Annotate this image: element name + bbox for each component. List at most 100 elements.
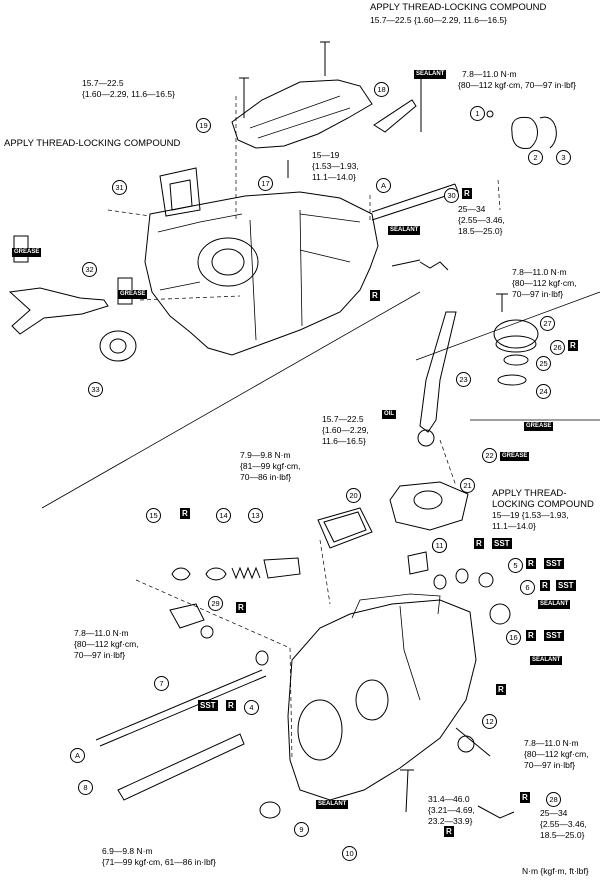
torque-label: 25—34: [540, 808, 568, 818]
release-fork: [8, 287, 109, 335]
thread-lock-note-split-2: LOCKING COMPOUND: [492, 499, 594, 510]
r-tag: R: [520, 792, 530, 803]
callout-11: 11: [432, 538, 447, 553]
torque-label: 7.9—9.8 N·m: [240, 450, 291, 460]
torque-label: 15.7—22.5 {1.60—2.29, 11.6—16.5}: [370, 15, 507, 25]
callout-14: 14: [216, 508, 231, 523]
callout-7: 7: [154, 676, 169, 691]
callout-1: 1: [470, 106, 485, 121]
callout-4: 4: [244, 700, 259, 715]
torque-label: 70—97 in·lbf}: [524, 760, 576, 770]
grease-tag: GREASE: [12, 248, 42, 257]
r-tag: R: [540, 580, 550, 591]
torque-label: 15—19 {1.53—1.93,: [492, 510, 569, 520]
torque-label: 7.8—11.0 N·m: [524, 738, 579, 748]
torque-label: 15—19: [312, 150, 340, 160]
callout-20: 20: [346, 488, 361, 503]
thread-lock-note-split-1: APPLY THREAD-: [492, 488, 567, 499]
callout-32: 32: [82, 262, 97, 277]
callout-25: 25: [536, 356, 551, 371]
r-tag: R: [236, 602, 246, 613]
units-note: N·m {kgf·m, ft·lbf}: [522, 866, 589, 876]
callout-22: 22: [482, 448, 497, 463]
sealant-tag: SEALANT: [538, 600, 571, 609]
r-tag: R: [180, 508, 190, 519]
torque-label: 11.6—16.5}: [322, 436, 366, 446]
extension-housing: [389, 481, 469, 531]
r-tag: R: [526, 558, 536, 569]
thread-lock-note-top: APPLY THREAD-LOCKING COMPOUND: [370, 2, 547, 13]
lower-transmission-case: [287, 599, 477, 801]
torque-label: {71—99 kgf·cm, 61—86 in·lbf}: [102, 857, 216, 867]
callout-17: 17: [258, 176, 273, 191]
callout-12: 12: [482, 714, 497, 729]
torque-label: 70—97 in·lbf}: [74, 650, 126, 660]
callout-a: A: [376, 178, 391, 193]
shift-lever: [419, 311, 457, 433]
torque-label: {80—112 kgf·cm,: [524, 749, 589, 759]
torque-label: 18.5—25.0}: [458, 226, 503, 236]
torque-label: 18.5—25.0}: [540, 830, 585, 840]
r-tag: R: [474, 538, 484, 549]
torque-label: {1.60—2.29, 11.6—16.5}: [82, 89, 175, 99]
sst-tag: SST: [556, 580, 576, 591]
callout-15: 15: [146, 508, 161, 523]
torque-label: 70—97 in·lbf}: [512, 289, 564, 299]
callout-5: 5: [508, 558, 523, 573]
callout-a: A: [70, 748, 85, 763]
torque-label: 15.7—22.5: [82, 78, 124, 88]
r-tag: R: [444, 826, 454, 837]
callout-23: 23: [456, 372, 471, 387]
callout-31: 31: [112, 180, 127, 195]
sst-tag: SST: [198, 700, 218, 711]
grease-tag: GREASE: [500, 452, 530, 461]
sealant-tag: SEALANT: [414, 70, 447, 79]
r-tag: R: [526, 630, 536, 641]
oil-tag: OIL: [382, 410, 396, 419]
r-tag: R: [496, 684, 506, 695]
r-tag: R: [226, 700, 236, 711]
callout-19: 19: [196, 118, 211, 133]
sealant-tag: SEALANT: [530, 656, 563, 665]
torque-label: 6.9—9.8 N·m: [102, 846, 153, 856]
torque-label: {80—112 kgf·cm, 70—97 in·lbf}: [458, 80, 576, 90]
callout-28: 28: [546, 792, 561, 807]
torque-label: 15.7—22.5: [322, 414, 364, 424]
torque-label: {81—99 kgf·cm,: [240, 461, 301, 471]
r-tag: R: [462, 188, 472, 199]
torque-label: {3.21—4.69,: [428, 805, 475, 815]
torque-label: 7.8—11.0 N·m: [512, 267, 567, 277]
callout-26: 26: [550, 340, 565, 355]
r-tag: R: [568, 340, 578, 351]
grease-tag: GREASE: [118, 290, 148, 299]
torque-label: 23.2—33.9}: [428, 816, 473, 826]
torque-label: 11.1—14.0}: [492, 521, 536, 531]
torque-label: {2.55—3.46,: [458, 215, 505, 225]
callout-27: 27: [540, 316, 555, 331]
callout-13: 13: [248, 508, 263, 523]
callout-24: 24: [536, 384, 551, 399]
sealant-tag: SEALANT: [388, 226, 421, 235]
callout-18: 18: [374, 82, 389, 97]
torque-label: 7.8—11.0 N·m: [462, 69, 517, 79]
callout-6: 6: [520, 580, 535, 595]
callout-33: 33: [88, 382, 103, 397]
callout-2: 2: [528, 150, 543, 165]
callout-29: 29: [208, 596, 223, 611]
callout-16: 16: [506, 630, 521, 645]
torque-label: 70—86 in·lbf}: [240, 472, 292, 482]
thread-lock-note-left: APPLY THREAD-LOCKING COMPOUND: [4, 138, 181, 149]
torque-label: {80—112 kgf·cm,: [512, 278, 577, 288]
torque-label: 25—34: [458, 204, 486, 214]
torque-label: {1.53—1.93,: [312, 161, 359, 171]
r-tag: R: [370, 290, 380, 301]
grease-tag: GREASE: [524, 422, 554, 431]
callout-21: 21: [460, 478, 475, 493]
sst-tag: SST: [492, 538, 512, 549]
callout-30: 30: [444, 188, 459, 203]
upper-transmission-case: [144, 191, 379, 356]
torque-label: 11.1—14.0}: [312, 172, 356, 182]
shift-cover: [231, 79, 373, 149]
callout-9: 9: [294, 822, 309, 837]
